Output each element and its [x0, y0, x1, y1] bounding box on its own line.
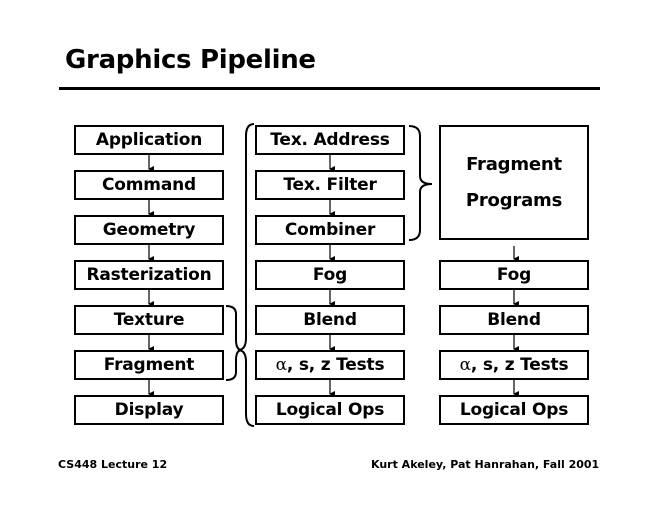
tests-label: , s, z Tests [286, 355, 385, 375]
stage-application: Application [74, 125, 224, 155]
stage-fragment-programs: Fragment Programs [439, 125, 589, 240]
footer-lecture: CS448 Lecture 12 [58, 458, 168, 471]
stage-alpha-stencil-z-tests-programmable: α, s, z Tests [439, 350, 589, 380]
title-underline [59, 87, 600, 90]
stage-display: Display [74, 395, 224, 425]
tests-label: , s, z Tests [470, 355, 569, 375]
brace-column2-icon [237, 123, 255, 427]
slide-title: Graphics Pipeline [65, 45, 316, 75]
stage-fog-programmable: Fog [439, 260, 589, 290]
stage-logical-ops-programmable: Logical Ops [439, 395, 589, 425]
alpha-symbol: α [459, 355, 471, 375]
stage-geometry: Geometry [74, 215, 224, 245]
stage-logical-ops: Logical Ops [255, 395, 405, 425]
stage-tex-filter: Tex. Filter [255, 170, 405, 200]
stage-fog: Fog [255, 260, 405, 290]
fragment-programs-line2: Programs [465, 189, 563, 211]
footer-authors: Kurt Akeley, Pat Hanrahan, Fall 2001 [371, 458, 600, 471]
brace-texture-fragment-icon [225, 305, 243, 381]
brace-texture-units-icon [408, 125, 433, 241]
alpha-symbol: α [275, 355, 287, 375]
stage-tex-address: Tex. Address [255, 125, 405, 155]
fragment-programs-line1: Fragment [466, 153, 562, 175]
